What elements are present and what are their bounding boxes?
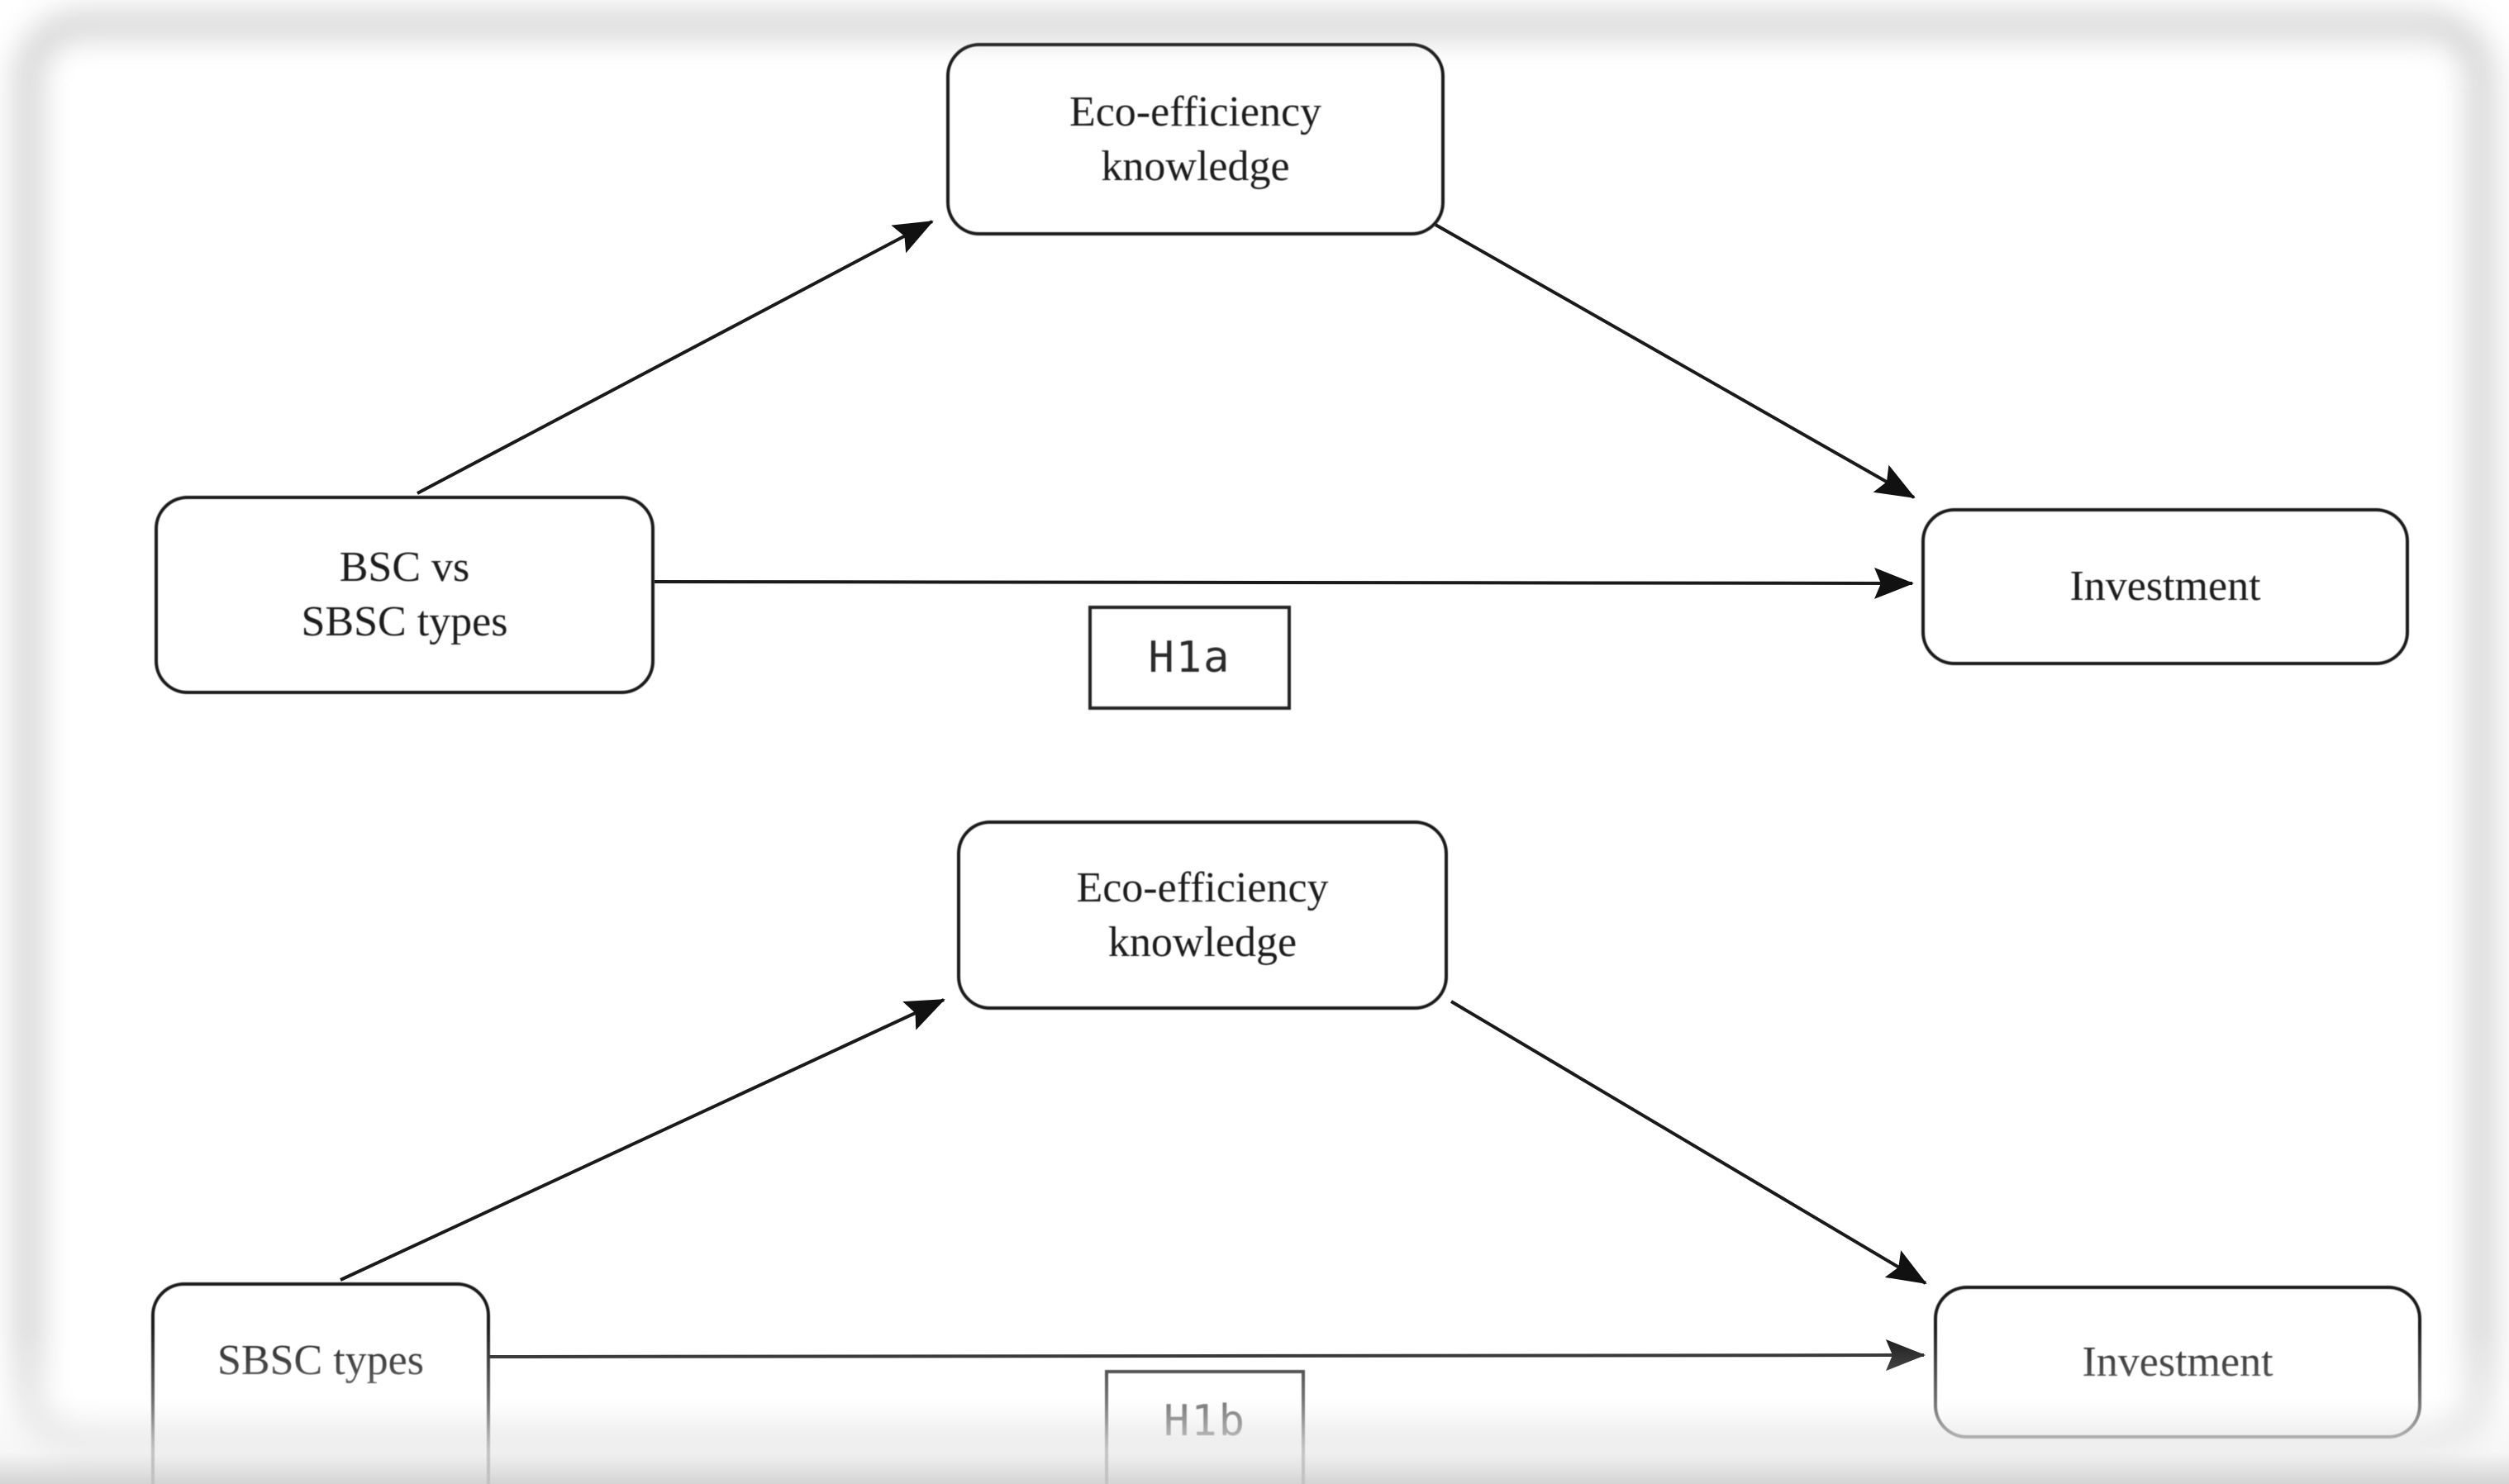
arrow-top-predictor-to-outcome-direct	[654, 567, 1914, 599]
predictor-bottom-label: SBSC types	[217, 1337, 424, 1384]
predictor-box-top-model: BSC vs SBSC types	[155, 496, 655, 694]
mediator-box-top-model: Eco-efficiency knowledge	[946, 43, 1445, 235]
hypothesis-label-h1b: H1b	[1105, 1370, 1305, 1484]
outcome-box-top-model: Investment	[1921, 508, 2409, 665]
outcome-box-bottom-model: Investment	[1934, 1286, 2421, 1439]
arrow-bottom-predictor-to-mediator	[340, 998, 945, 1282]
mediator-bottom-label-line2: knowledge	[1107, 918, 1297, 966]
hypothesis-h1a-text: H1a	[1148, 633, 1231, 683]
hypothesis-label-h1a: H1a	[1088, 606, 1291, 710]
predictor-box-bottom-model: SBSC types	[151, 1282, 490, 1484]
hypothesis-h1b-text: H1b	[1164, 1396, 1246, 1446]
mediator-box-bottom-model: Eco-efficiency knowledge	[957, 820, 1448, 1010]
mediator-top-label-line2: knowledge	[1101, 142, 1290, 190]
mediator-bottom-label-line1: Eco-efficiency	[1076, 863, 1329, 911]
predictor-top-label-line2: SBSC types	[301, 598, 508, 645]
outcome-top-label: Investment	[2069, 563, 2261, 610]
predictor-top-label-line1: BSC vs	[339, 544, 470, 591]
arrow-top-predictor-to-mediator	[417, 220, 934, 495]
arrow-top-mediator-to-outcome	[1435, 223, 1916, 499]
outcome-bottom-label: Investment	[2082, 1338, 2273, 1386]
mediator-top-label-line1: Eco-efficiency	[1069, 88, 1322, 136]
arrow-bottom-mediator-to-outcome	[1450, 1000, 1927, 1285]
arrow-bottom-predictor-to-outcome-direct	[483, 1339, 1926, 1372]
